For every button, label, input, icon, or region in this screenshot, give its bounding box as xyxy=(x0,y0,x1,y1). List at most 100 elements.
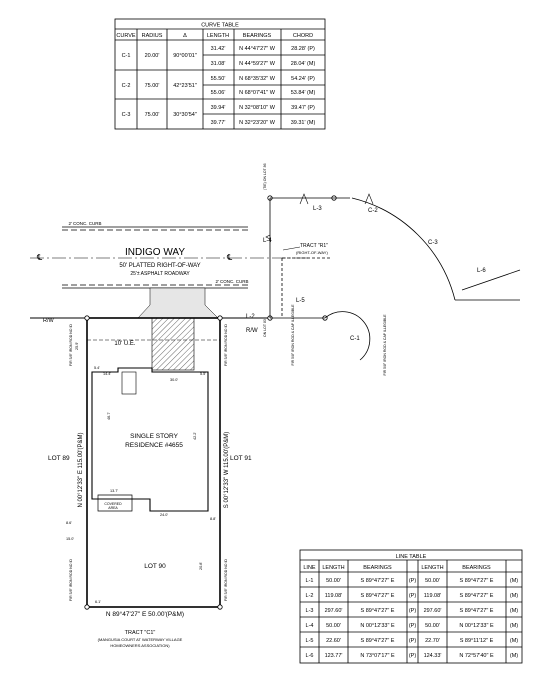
curve-chord: 39.31' (M) xyxy=(291,120,316,126)
line-bearing-meas: N 72°57'40" E xyxy=(459,653,494,659)
west-line-label: N 00°12'33" E 115.00'(P&M) xyxy=(78,432,84,507)
tract-r1-title: TRACT "R1" xyxy=(300,243,328,249)
dim-24a: 24.0' xyxy=(160,513,168,517)
line-id: L-6 xyxy=(306,653,314,659)
line-length-plat: 119.08' xyxy=(325,593,342,599)
dim-30: 30.0' xyxy=(170,378,178,382)
line-bearing-plat: S 89°47'27" E xyxy=(361,578,395,584)
line-meas-flag: (M) xyxy=(510,608,518,614)
curve-label-c1: C-1 xyxy=(350,336,360,342)
dim-14: 14.4' xyxy=(103,372,111,376)
line-meas-flag: (M) xyxy=(510,593,518,599)
curve-delta: 90°00'01" xyxy=(173,53,197,59)
curve-header-chord: CHORD xyxy=(293,33,313,39)
curve-name: C-1 xyxy=(122,53,131,59)
location-sketch-text: L-3 L-4 L-2 L-5 L-6 C-2 C-3 C-1 R/W TRAC… xyxy=(246,163,486,375)
residence-label-2: RESIDENCE #4655 xyxy=(125,442,183,449)
driveway xyxy=(137,287,219,319)
residence-label-1: SINGLE STORY xyxy=(130,433,178,440)
curve-table-text: CURVE TABLE CURVE RADIUS Δ LENGTH BEARIN… xyxy=(116,23,315,127)
curve-delta: 30°30'54" xyxy=(173,112,197,118)
curve-radius: 75.00' xyxy=(145,83,160,89)
line-length-meas: 50.00' xyxy=(425,578,440,584)
area-label: AREA xyxy=(108,506,118,510)
tract-c1-desc-2: HOMEOWNERS ASSOCIATION) xyxy=(110,643,170,648)
line-label-l4: L-4 xyxy=(263,238,272,244)
line-plat-flag: (P) xyxy=(409,593,417,599)
line-table xyxy=(299,549,523,664)
line-bearing-meas: S 89°47'27" E xyxy=(460,593,494,599)
line-length-meas: 50.00' xyxy=(425,623,440,629)
fir-mid2: FIR 5/8" IRON ROD & CAP ILLEGIBLE xyxy=(383,314,387,376)
line-id: L-4 xyxy=(306,623,314,629)
curve-chord: 28.04' (M) xyxy=(291,61,316,67)
line-bearing-meas: N 00°12'33" E xyxy=(459,623,494,629)
location-sketch xyxy=(265,193,521,361)
line-label-l5: L-5 xyxy=(296,298,305,304)
curve-length: 39.94' xyxy=(211,105,226,111)
dim-88: 8.8' xyxy=(210,517,216,521)
line-id: L-3 xyxy=(306,608,314,614)
line-bearing-plat: S 89°47'27" E xyxy=(361,608,395,614)
line-id: L-1 xyxy=(306,578,314,584)
line-label-l6: L-6 xyxy=(477,268,486,274)
line-length-meas: 22.70' xyxy=(425,638,440,644)
curve-chord: 53.84' (M) xyxy=(291,90,316,96)
lot83-label: ON LOT 83 xyxy=(263,319,267,337)
centerline-symbol-left: ℄ xyxy=(36,253,43,262)
line-bearing-plat: N 00°12'33" E xyxy=(360,623,395,629)
line-plat-flag: (P) xyxy=(409,578,417,584)
lot-90-text: SINGLE STORY RESIDENCE #4655 LOT 90 10' … xyxy=(48,324,252,648)
fir-west: FIR 5/8" IRON ROD NO ID xyxy=(69,324,73,366)
dim-54: 5.4' xyxy=(94,366,100,370)
line-id: L-5 xyxy=(306,638,314,644)
curve-bearing: N 32°08'10" W xyxy=(239,105,276,111)
curve-length: 55.50' xyxy=(211,76,226,82)
fir-sw: FIR 5/8" IRON ROD NO ID xyxy=(69,559,73,601)
line-length-plat: 123.77' xyxy=(325,653,343,659)
fir-mid: FIR 5/8" IRON ROD & CAP ILLEGIBLE xyxy=(291,304,295,366)
fir-se: FIR 5/8" IRON ROD NO ID xyxy=(224,559,228,601)
curve-header-curve: CURVE xyxy=(116,33,135,39)
curve-chord: 28.28' (P) xyxy=(291,46,315,52)
curve-chord: 54.24' (P) xyxy=(291,76,315,82)
line-bearing-plat: S 89°47'27" E xyxy=(361,593,395,599)
road-name: INDIGO WAY xyxy=(125,247,185,258)
line-label-l2: L-2 xyxy=(246,314,255,320)
lot86-label: (TIE) ON LOT 86 xyxy=(263,163,267,190)
line-label-l3: L-3 xyxy=(313,206,322,212)
line-length-plat: 50.00' xyxy=(326,578,341,584)
east-line-label: S 00°12'33" W 115.00'(P&M) xyxy=(224,432,230,508)
line-header-bearings-m: BEARINGS xyxy=(462,565,491,571)
hatched-drive xyxy=(151,317,195,371)
residence xyxy=(91,367,209,512)
dim-61: 6.1' xyxy=(95,600,101,604)
curb-top: 2' CONC. CURB xyxy=(68,221,101,226)
line-bearing-meas: S 89°11'12" E xyxy=(460,638,494,644)
curve-length: 31.42' xyxy=(211,46,226,52)
curve-delta: 42°23'51" xyxy=(173,83,197,89)
curve-length: 39.77' xyxy=(211,120,226,126)
line-bearing-meas: S 89°47'27" E xyxy=(460,578,494,584)
curve-bearing: N 32°23'20" W xyxy=(239,120,276,126)
line-bearing-plat: N 73°07'17" E xyxy=(360,653,395,659)
line-meas-flag: (M) xyxy=(510,638,518,644)
curve-radius: 20.00' xyxy=(145,53,160,59)
tract-c1-desc-1: (MANGUSIA COURT AT WATERWAY VILLAGE xyxy=(98,637,183,642)
line-table-text: LINE TABLE LINE LENGTH BEARINGS LENGTH B… xyxy=(303,554,491,571)
lot-90-label: LOT 90 xyxy=(144,563,166,570)
dim-208: 20.8' xyxy=(199,562,203,570)
curve-name: C-2 xyxy=(122,83,131,89)
curve-length: 55.06' xyxy=(211,90,226,96)
road-pavement: 25'± ASPHALT ROADWAY xyxy=(130,271,190,277)
line-meas-flag: (M) xyxy=(510,578,518,584)
line-length-meas: 297.60' xyxy=(424,608,442,614)
curve-chord: 39.47' (P) xyxy=(291,105,315,111)
road-text: ℄ ℄ INDIGO WAY 50' PLATTED RIGHT-OF-WAY … xyxy=(36,221,249,324)
line-bearing-meas: S 89°47'27" E xyxy=(460,608,494,614)
line-plat-flag: (P) xyxy=(409,623,417,629)
dim-42: 42.2' xyxy=(193,432,197,440)
dim-15: 15.0' xyxy=(66,537,74,541)
